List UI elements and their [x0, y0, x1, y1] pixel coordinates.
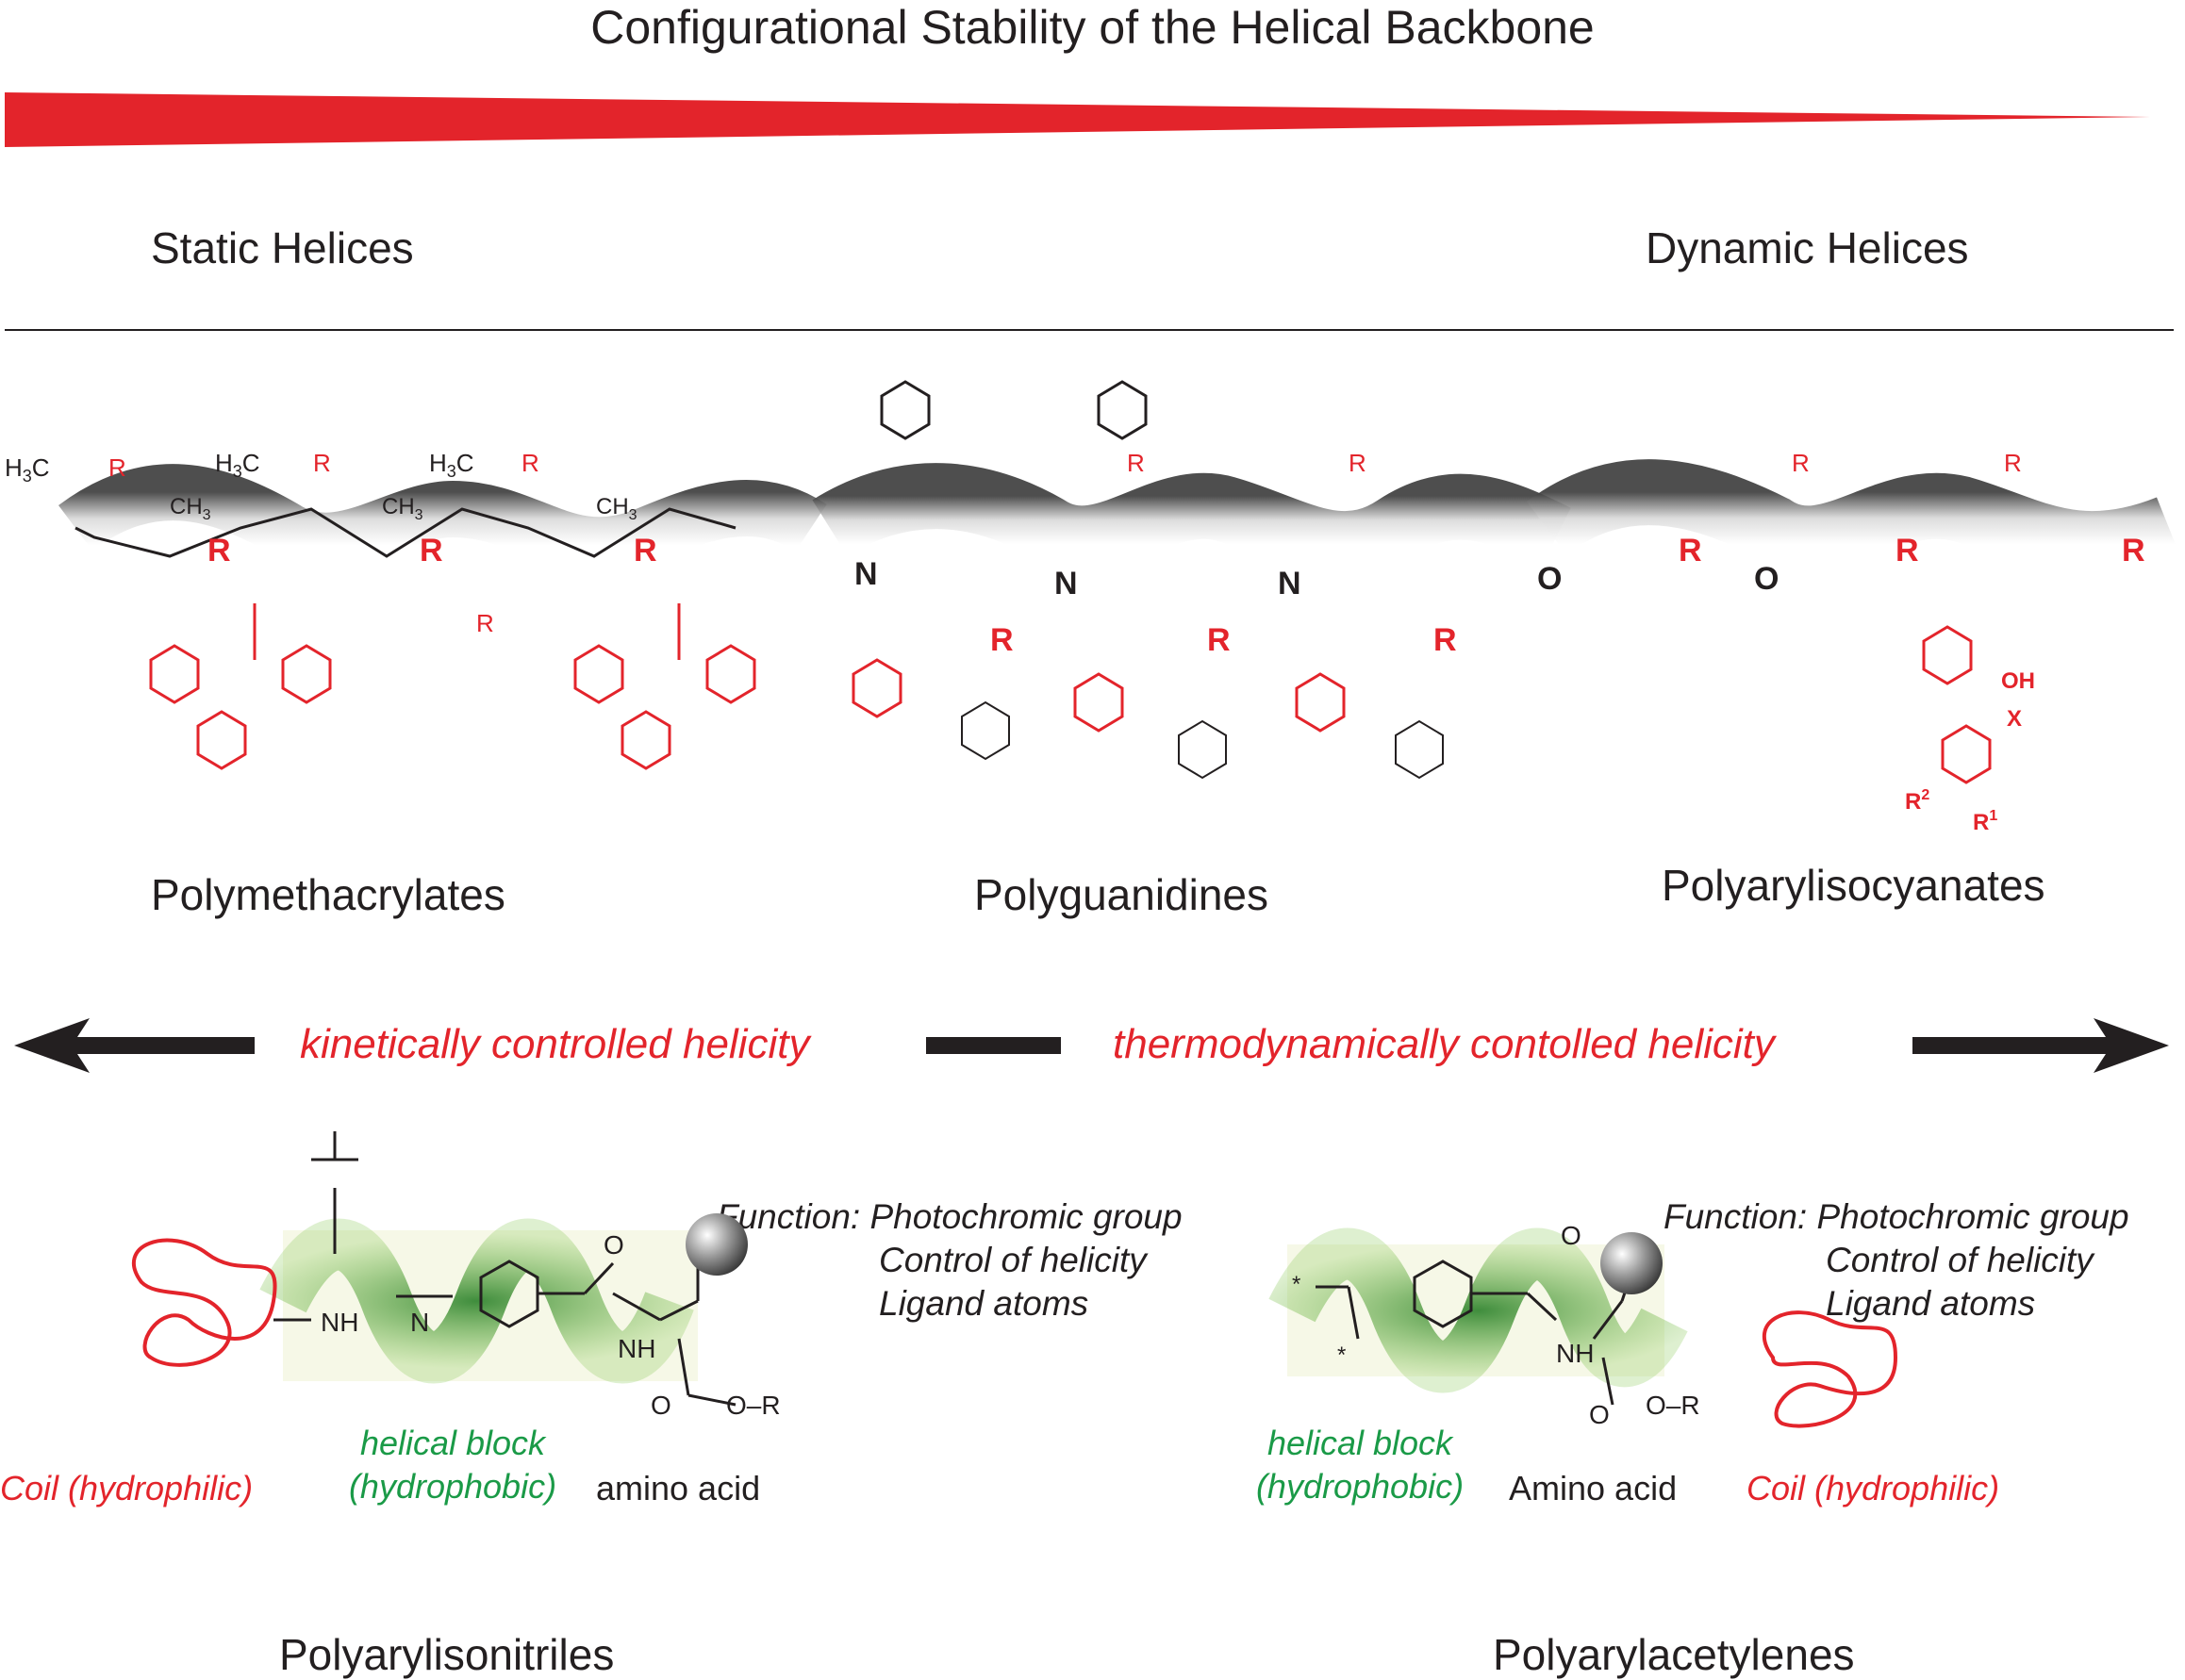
diagram-title: Configurational Stability of the Helical… — [590, 1, 1595, 54]
hydrophobic-text: (hydrophobic) — [1255, 1467, 1465, 1506]
polymethacrylate-structure: H3C R H3C R H3C R CH3 CH3 CH3 R R R R — [5, 449, 827, 770]
right-arrow — [1912, 1018, 2169, 1073]
coil-label-left: Coil (hydrophilic) — [0, 1469, 254, 1507]
function-line-1: Function: Photochromic group — [1664, 1197, 2129, 1236]
kinetic-helicity-label: kinetically controlled helicity — [300, 1021, 810, 1067]
svg-text:CH3: CH3 — [596, 494, 637, 523]
svg-text:R: R — [1679, 533, 1702, 568]
function-line-1: Function: Photochromic group — [717, 1197, 1183, 1236]
stability-gradient-wedge — [5, 92, 2150, 147]
svg-text:OH: OH — [2001, 668, 2035, 694]
svg-text:*: * — [1292, 1272, 1300, 1297]
svg-text:NH: NH — [1556, 1339, 1594, 1368]
svg-text:R: R — [2004, 449, 2022, 477]
polymethacrylates-label: Polymethacrylates — [151, 870, 505, 919]
svg-text:N: N — [854, 556, 878, 592]
svg-text:R2: R2 — [1905, 787, 1929, 815]
svg-text:R1: R1 — [1973, 808, 1997, 835]
coil-label-right: Coil (hydrophilic) — [1746, 1469, 2000, 1507]
polyguanidines-label: Polyguanidines — [974, 870, 1269, 919]
helical-block-text: helical block — [359, 1424, 546, 1462]
svg-text:O: O — [1589, 1400, 1610, 1429]
dynamic-helices-label: Dynamic Helices — [1646, 223, 1969, 272]
svg-text:R: R — [2122, 533, 2145, 568]
svg-text:N: N — [410, 1308, 429, 1337]
amino-acid-label-right: Amino acid — [1509, 1469, 1678, 1507]
svg-text:H3C: H3C — [215, 449, 260, 481]
svg-text:R: R — [1127, 449, 1145, 477]
svg-text:R: R — [1895, 533, 1919, 568]
function-block-right: Function: Photochromic group Control of … — [1664, 1195, 2129, 1326]
svg-text:O: O — [604, 1230, 624, 1260]
polyarylisocyanates-label: Polyarylisocyanates — [1662, 861, 2045, 910]
polyguanidine-structure: N N N R R R R R — [812, 380, 1571, 780]
function-line-3: Ligand atoms — [1826, 1284, 2036, 1323]
svg-text:R: R — [207, 533, 231, 568]
polyarylisonitrile-structure: NH N O NH O O–R — [132, 1131, 781, 1420]
svg-text:NH: NH — [618, 1334, 655, 1363]
svg-text:NH: NH — [321, 1308, 358, 1337]
function-block-left: Function: Photochromic group Control of … — [717, 1195, 1183, 1326]
svg-text:O: O — [1754, 561, 1779, 597]
svg-text:R: R — [1792, 449, 1810, 477]
svg-text:R: R — [313, 449, 331, 477]
hydrophobic-text: (hydrophobic) — [348, 1467, 557, 1506]
polyarylisonitriles-label: Polyarylisonitriles — [279, 1630, 615, 1679]
svg-text:R: R — [420, 533, 443, 568]
svg-text:O: O — [1537, 561, 1562, 597]
helical-block-label-right: helical block (hydrophobic) — [1237, 1422, 1482, 1508]
svg-text:R: R — [1349, 449, 1366, 477]
svg-text:O: O — [651, 1391, 671, 1420]
svg-text:X: X — [2007, 706, 2022, 732]
polyarylacetylene-structure: * * O NH O O–R — [1268, 1221, 1898, 1429]
svg-text:R: R — [1433, 622, 1457, 658]
svg-text:*: * — [1337, 1342, 1346, 1368]
svg-text:R: R — [1207, 622, 1231, 658]
svg-text:R: R — [990, 622, 1014, 658]
function-line-2: Control of helicity — [1826, 1241, 2094, 1279]
svg-text:H3C: H3C — [429, 449, 474, 481]
svg-text:O–R: O–R — [726, 1391, 781, 1420]
function-line-3: Ligand atoms — [879, 1284, 1089, 1323]
function-line-2: Control of helicity — [879, 1241, 1147, 1279]
svg-text:R: R — [476, 609, 494, 637]
svg-text:R: R — [521, 449, 539, 477]
svg-text:O: O — [1561, 1221, 1581, 1250]
static-helices-label: Static Helices — [151, 223, 414, 272]
svg-text:R: R — [634, 533, 657, 568]
polyarylacetylenes-label: Polyarylacetylenes — [1493, 1630, 1855, 1679]
svg-text:O–R: O–R — [1646, 1391, 1700, 1420]
helical-block-label-left: helical block (hydrophobic) — [330, 1422, 575, 1508]
amino-acid-label-left: amino acid — [596, 1469, 761, 1507]
svg-text:N: N — [1278, 566, 1301, 601]
svg-text:N: N — [1054, 566, 1078, 601]
thermodynamic-helicity-label: thermodynamically contolled helicity — [1113, 1021, 1775, 1067]
helical-block-text: helical block — [1266, 1424, 1453, 1462]
left-arrow — [14, 1018, 255, 1073]
svg-text:H3C: H3C — [5, 453, 50, 486]
polyarylisocyanate-structure: R R R O O R R OH X R2 R1 — [1527, 449, 2181, 835]
svg-text:R: R — [108, 453, 126, 482]
